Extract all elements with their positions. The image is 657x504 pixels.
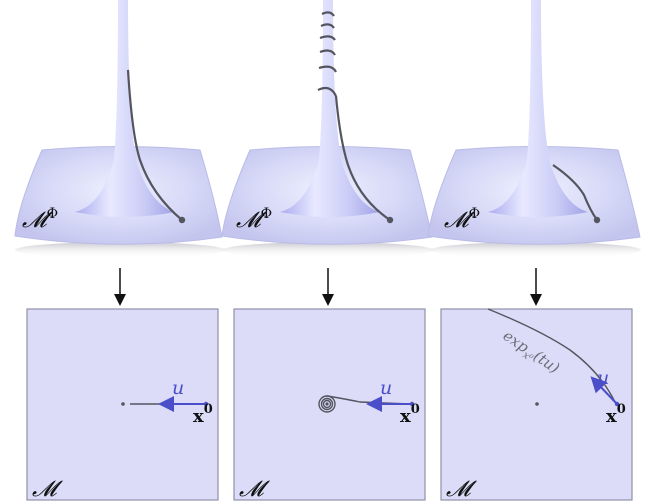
base-panel-2: u x0 𝓜 [233,308,426,502]
base-panel-1: u x0 𝓜 [26,308,219,502]
surface-shadow [223,242,433,258]
surface-shadow [431,242,641,258]
surface-panel-2: 𝓜Φ [221,0,433,258]
u-label: u [597,367,609,389]
u-label: u [380,377,392,399]
origin-point [121,402,125,406]
x0-point [409,401,415,407]
surface-panel-3: 𝓜Φ [427,0,641,258]
surface-spike [488,0,588,217]
tangent-vector [590,376,618,405]
x0-label: x0 [193,402,213,427]
surface-shadow [15,242,225,258]
u-label: u [172,377,184,399]
spiral-curve [318,395,411,413]
start-point [593,216,601,224]
origin-point [325,402,329,406]
geodesic-curve [552,164,598,221]
x0-label: x0 [606,402,626,427]
x0-point [203,401,209,407]
surface-spike [280,0,380,217]
geodesic-curve [126,69,183,221]
base-panel-3: u x0 expx⁰(tu) 𝓜 [440,308,633,502]
start-point [386,216,394,224]
surface-panel-1: 𝓜Φ [14,0,225,258]
surface-spike [75,0,175,217]
spiral-curve [317,11,391,221]
x0-point [614,401,620,407]
origin-point [535,402,539,406]
start-point [178,216,186,224]
x0-label: x0 [400,402,420,427]
